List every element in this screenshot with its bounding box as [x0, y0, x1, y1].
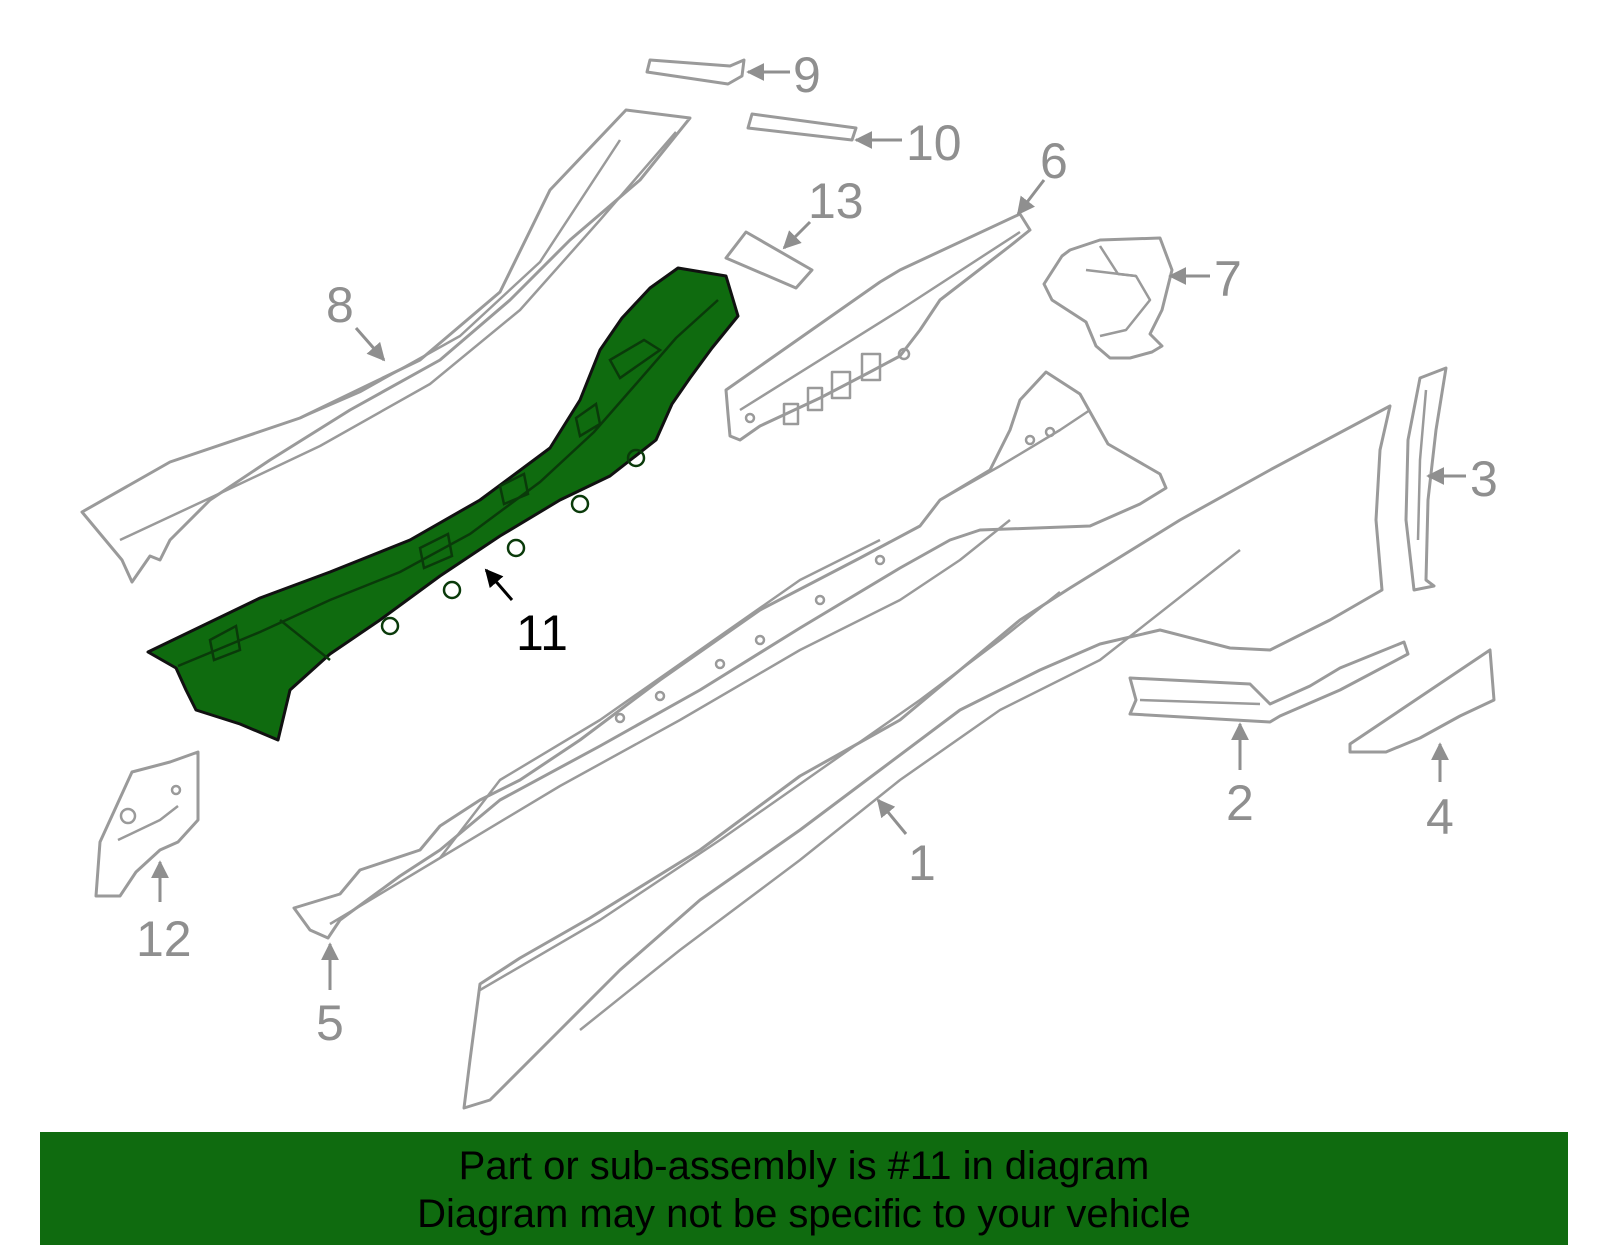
- svg-text:2: 2: [1226, 775, 1254, 831]
- part-9[interactable]: [645, 58, 746, 86]
- svg-text:5: 5: [316, 995, 344, 1051]
- svg-text:11: 11: [516, 605, 568, 661]
- callout-9: 9: [746, 47, 821, 103]
- info-banner: Part or sub-assembly is #11 in diagram D…: [40, 1132, 1568, 1245]
- callout-1: 1: [876, 798, 936, 891]
- callout-5: 5: [316, 942, 344, 1051]
- callout-10: 10: [854, 115, 962, 171]
- callout-2: 2: [1226, 722, 1254, 831]
- svg-text:10: 10: [906, 115, 962, 171]
- callout-7: 7: [1168, 251, 1242, 307]
- part-11-highlighted[interactable]: [146, 266, 740, 742]
- part-8[interactable]: [80, 108, 692, 584]
- callout-12: 12: [136, 860, 192, 967]
- svg-text:13: 13: [808, 173, 864, 229]
- part-5[interactable]: [292, 370, 1168, 940]
- banner-line-2: Diagram may not be specific to your vehi…: [417, 1192, 1191, 1236]
- callout-3: 3: [1426, 451, 1498, 507]
- svg-text:1: 1: [908, 835, 936, 891]
- part-12[interactable]: [94, 750, 200, 898]
- part-6[interactable]: [724, 212, 1032, 442]
- svg-text:7: 7: [1214, 251, 1242, 307]
- svg-text:8: 8: [326, 277, 354, 333]
- callout-6: 6: [1016, 133, 1068, 216]
- callout-11: 11: [484, 568, 568, 661]
- svg-text:4: 4: [1426, 789, 1454, 845]
- part-13[interactable]: [724, 230, 814, 290]
- svg-text:12: 12: [136, 911, 192, 967]
- callout-4: 4: [1426, 742, 1454, 845]
- svg-text:6: 6: [1040, 133, 1068, 189]
- part-2[interactable]: [1128, 640, 1410, 724]
- part-10[interactable]: [746, 112, 858, 142]
- part-3[interactable]: [1404, 366, 1448, 592]
- callout-13: 13: [782, 173, 864, 250]
- callout-8: 8: [326, 277, 386, 362]
- part-4[interactable]: [1348, 648, 1496, 754]
- svg-text:9: 9: [793, 47, 821, 103]
- part-7[interactable]: [1042, 236, 1174, 360]
- part-1[interactable]: [462, 404, 1392, 1110]
- svg-text:3: 3: [1470, 451, 1498, 507]
- banner-line-1: Part or sub-assembly is #11 in diagram: [458, 1144, 1150, 1188]
